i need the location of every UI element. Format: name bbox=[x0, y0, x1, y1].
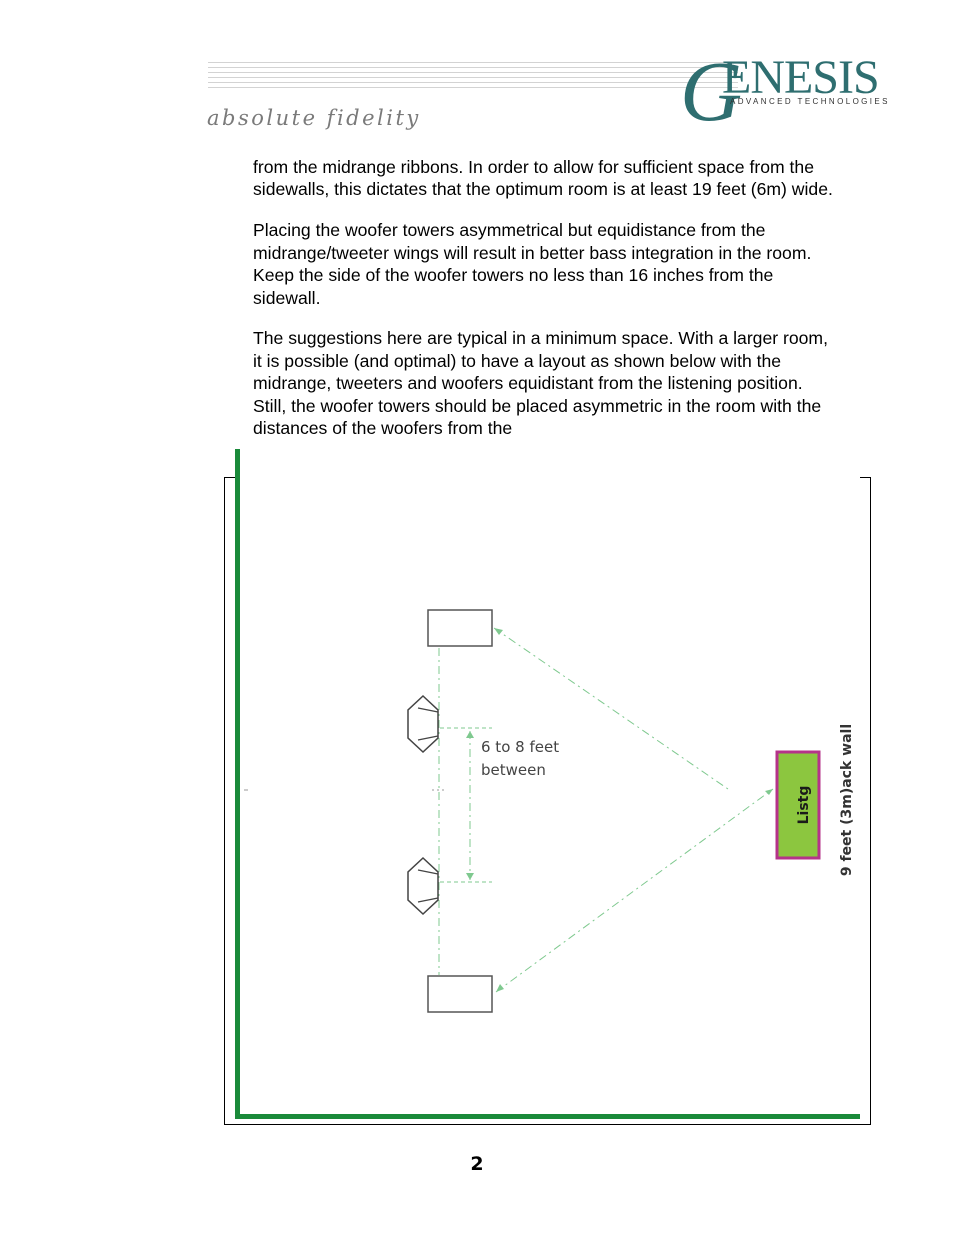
figure-frame bbox=[224, 477, 871, 1125]
logo-word: ENESIS bbox=[722, 51, 880, 104]
tagline: absolute fidelity bbox=[207, 106, 421, 130]
paragraph-3: The suggestions here are typical in a mi… bbox=[253, 328, 828, 439]
paragraph-2: Placing the woofer towers asymmetrical b… bbox=[253, 220, 812, 308]
header-rule-lines bbox=[208, 62, 738, 92]
page-number: 2 bbox=[470, 1153, 484, 1175]
logo-initial: G bbox=[680, 43, 743, 139]
page-header: absolute fidelity G ENESIS ADVANCED TECH… bbox=[0, 0, 954, 150]
frame-corner-right bbox=[860, 477, 871, 478]
body-text-clip: from the midrange ribbons. In order to a… bbox=[253, 156, 853, 462]
frame-corner-left bbox=[224, 477, 237, 478]
paragraph-1: from the midrange ribbons. In order to a… bbox=[253, 157, 833, 200]
side-wall-line bbox=[235, 449, 240, 1118]
body-text: from the midrange ribbons. In order to a… bbox=[253, 156, 833, 458]
front-wall-line bbox=[235, 1114, 860, 1119]
logo-subtitle: ADVANCED TECHNOLOGIES bbox=[730, 97, 890, 106]
genesis-logo: G ENESIS ADVANCED TECHNOLOGIES bbox=[676, 46, 891, 140]
